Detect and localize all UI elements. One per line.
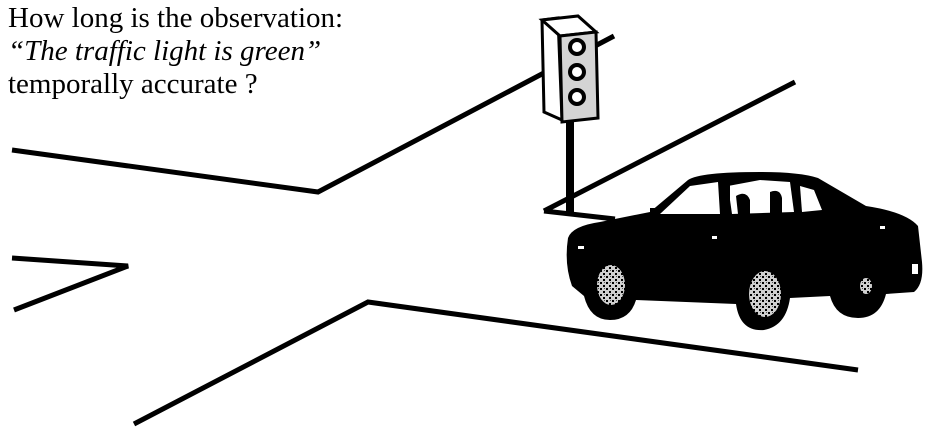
road-edge-left-notch [11,255,129,313]
question-caption: How long is the observation: “The traffi… [8,2,343,101]
traffic-light-lamp-bottom [568,88,586,106]
car-wheel-front [590,257,632,313]
car-seat-front [736,193,750,214]
car-mirror [650,208,660,216]
traffic-light-icon [538,14,600,212]
car-glint-rear [912,264,918,274]
traffic-light-pole [566,118,574,212]
caption-line-1: How long is the observation: [8,2,344,34]
car-window-rear [660,182,720,214]
road-edge-upper-left [11,33,616,195]
road-edge-upper-right [542,79,797,214]
caption-line-3: temporally accurate ? [8,68,258,100]
car-window-quarter [800,186,822,212]
caption-line-2-quote: “The traffic light is green” [8,35,322,67]
car-seat-rear [770,190,782,214]
traffic-light-lamp-top [568,38,586,56]
car-wheel-rear [741,262,789,326]
car-glint-front [578,246,584,249]
road-corner-near-car [543,208,616,222]
car-glint-door [712,236,717,239]
road-lines [11,33,859,427]
car-icon [566,172,923,331]
car-pillar [722,182,730,214]
car-wheel-far [860,278,872,294]
car-glint-handle [880,226,885,229]
traffic-light-lamp-middle [568,63,586,81]
road-edge-lower [132,299,859,427]
